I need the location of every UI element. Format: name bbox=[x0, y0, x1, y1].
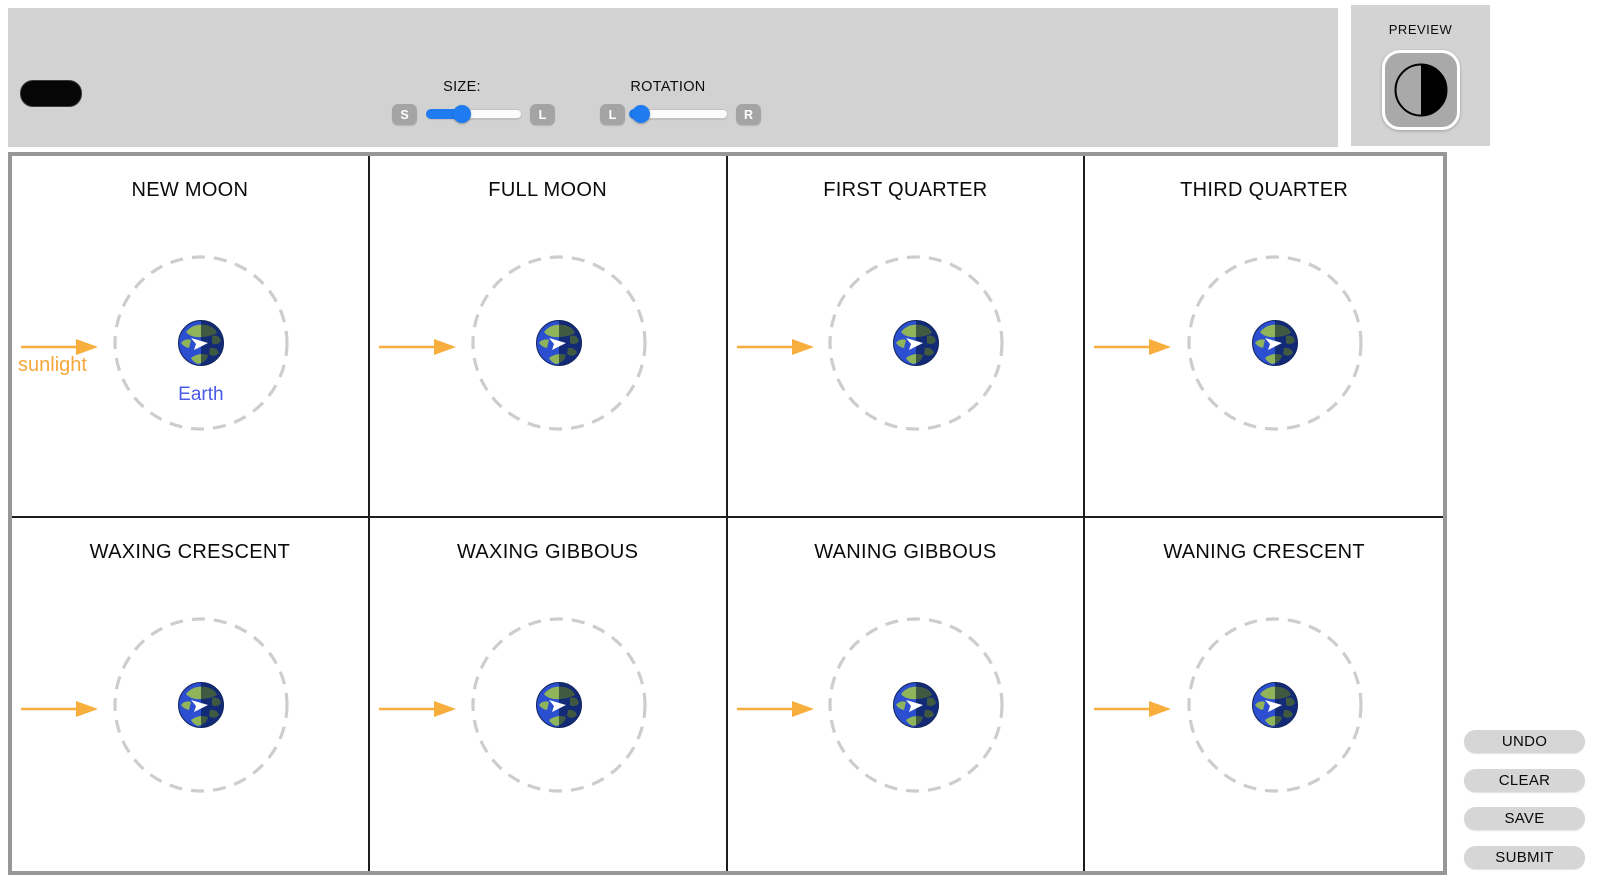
cell-title: FIRST QUARTER bbox=[823, 179, 988, 201]
save-button[interactable]: SAVE bbox=[1464, 807, 1585, 830]
phase-cell-first-quarter[interactable]: FIRST QUARTER bbox=[727, 156, 1086, 518]
preview-moon-tile[interactable] bbox=[1381, 50, 1460, 130]
rotation-slider[interactable] bbox=[629, 105, 728, 123]
size-small-button[interactable]: S bbox=[392, 104, 417, 125]
cell-title: WAXING CRESCENT bbox=[89, 541, 291, 563]
earth-label: Earth bbox=[178, 384, 224, 405]
rotation-slider-thumb[interactable] bbox=[631, 105, 650, 123]
sunlight-arrow-icon bbox=[377, 697, 459, 721]
cell-title: WANING GIBBOUS bbox=[814, 541, 997, 563]
sunlight-arrow-icon bbox=[1092, 335, 1174, 359]
rotation-slider-label: ROTATION bbox=[630, 79, 706, 95]
size-slider-thumb[interactable] bbox=[453, 105, 472, 123]
earth-icon bbox=[1251, 319, 1299, 367]
sunlight-arrow-icon bbox=[1092, 697, 1174, 721]
preview-panel: PREVIEW bbox=[1351, 5, 1490, 146]
earth-icon bbox=[535, 681, 583, 729]
phase-cell-waning-gibbous[interactable]: WANING GIBBOUS bbox=[727, 518, 1086, 871]
sunlight-arrow-icon bbox=[377, 335, 459, 359]
cell-title: WAXING GIBBOUS bbox=[456, 541, 639, 563]
phase-cell-waning-crescent[interactable]: WANING CRESCENT bbox=[1085, 518, 1443, 871]
half-moon-icon bbox=[1393, 62, 1449, 118]
preview-label: PREVIEW bbox=[1388, 22, 1453, 37]
toolbar-black-pill-button[interactable] bbox=[20, 80, 82, 107]
clear-button[interactable]: CLEAR bbox=[1464, 769, 1585, 792]
earth-icon bbox=[535, 319, 583, 367]
cell-title: NEW MOON bbox=[131, 179, 249, 201]
earth-icon bbox=[177, 319, 225, 367]
size-large-button[interactable]: L bbox=[530, 104, 555, 125]
phase-cell-waxing-gibbous[interactable]: WAXING GIBBOUS bbox=[369, 518, 728, 871]
phase-cell-third-quarter[interactable]: THIRD QUARTER bbox=[1085, 156, 1443, 518]
phase-cell-waxing-crescent[interactable]: WAXING CRESCENT bbox=[12, 518, 370, 871]
cell-title: FULL MOON bbox=[488, 179, 607, 201]
submit-button[interactable]: SUBMIT bbox=[1464, 846, 1585, 869]
sunlight-arrow-icon bbox=[735, 697, 817, 721]
cell-title: THIRD QUARTER bbox=[1180, 179, 1349, 201]
sunlight-arrow-icon bbox=[735, 335, 817, 359]
earth-icon bbox=[892, 319, 940, 367]
size-slider[interactable] bbox=[426, 105, 522, 123]
rotation-left-button[interactable]: L bbox=[600, 104, 625, 125]
cell-title: WANING CRESCENT bbox=[1163, 541, 1365, 563]
phase-cell-full-moon[interactable]: FULL MOON bbox=[369, 156, 728, 518]
sunlight-label: sunlight bbox=[18, 354, 87, 376]
toolbar: SIZE: S L ROTATION L R bbox=[8, 8, 1338, 147]
size-slider-fill bbox=[426, 109, 463, 119]
size-slider-label: SIZE: bbox=[443, 79, 481, 95]
undo-button[interactable]: UNDO bbox=[1464, 730, 1585, 753]
phase-cell-new-moon[interactable]: NEW MOON sunlight Earth bbox=[12, 156, 370, 518]
earth-icon bbox=[892, 681, 940, 729]
rotation-right-button[interactable]: R bbox=[736, 104, 761, 125]
earth-icon bbox=[1251, 681, 1299, 729]
earth-icon bbox=[177, 681, 225, 729]
phase-grid: NEW MOON sunlight Earth FULL MOON FIRST … bbox=[8, 152, 1447, 875]
sunlight-arrow-icon bbox=[19, 697, 101, 721]
